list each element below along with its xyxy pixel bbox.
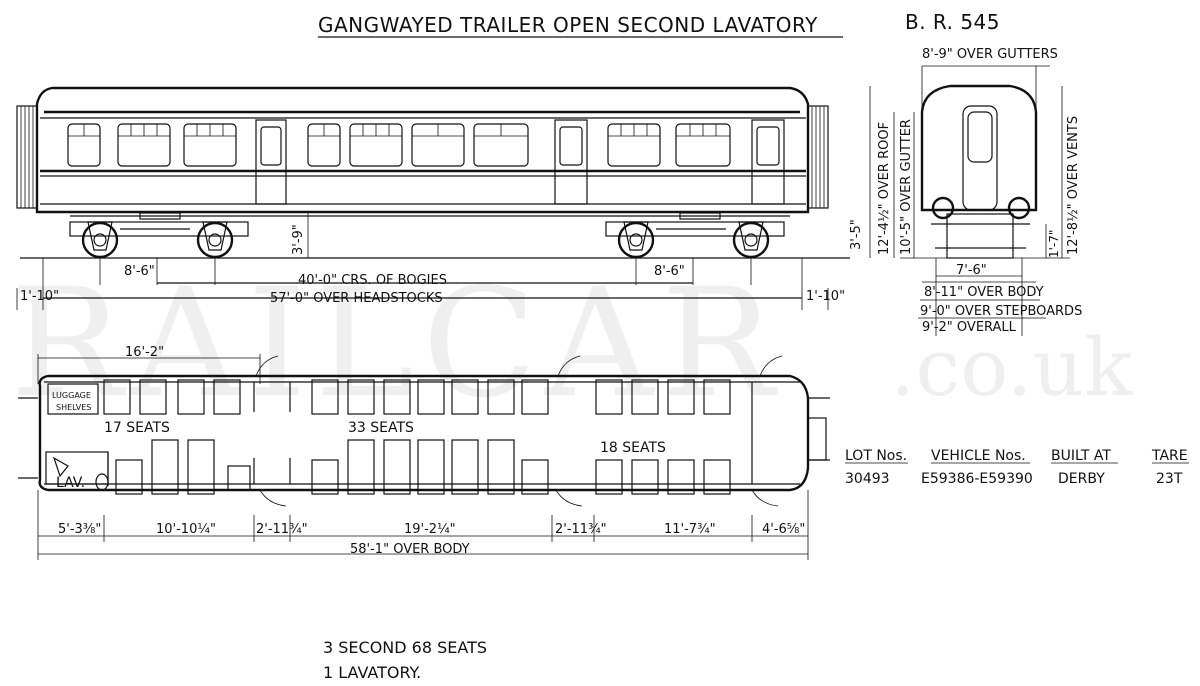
plan-top-dim: 16'-2" <box>125 345 164 360</box>
door-middle <box>554 119 588 205</box>
luggage-shelves <box>47 383 99 415</box>
bogie-wheelbase-right: 8'-6" <box>654 264 685 279</box>
plan-dim-5: 2'-11¾" <box>555 522 607 537</box>
step-height-label: 1'-7" <box>1047 230 1061 258</box>
seats-top <box>103 379 731 415</box>
side-elevation: 3'-9" 8'-6" 8'-6" 40'-0" CRS. OF BOGIES … <box>16 86 850 310</box>
info-table: LOT Nos. VEHICLE Nos. BUILT AT TARE 3049… <box>845 448 1189 487</box>
note-lavatory: 1 LAVATORY. <box>323 663 421 682</box>
gangway-right <box>807 105 829 209</box>
diagram-ref: B. R. 545 <box>905 10 1000 34</box>
plan-over-body-label: 58'-1" OVER BODY <box>350 542 470 557</box>
over-vents-label: 12'-8½" OVER VENTS <box>1066 116 1081 255</box>
bogie-wheelbase-left: 8'-6" <box>124 264 155 279</box>
plan-dim-3: 2'-11¾" <box>256 522 308 537</box>
floor-height-label: 3'-5" <box>849 219 864 250</box>
plan-dim-4: 19'-2¼" <box>404 522 456 537</box>
table-cell-lot: 30493 <box>845 471 890 487</box>
seats-middle-label: 33 SEATS <box>348 420 414 436</box>
end-elevation: 8'-9" OVER GUTTERS 12'-4½" OVER ROOF 10'… <box>849 47 1082 336</box>
headstocks-label: 57'-0" OVER HEADSTOCKS <box>270 291 443 306</box>
watermark-suffix: .co.uk <box>890 321 1134 414</box>
over-body-end-label: 8'-11" OVER BODY <box>924 285 1044 300</box>
rail-height-label: 3'-9" <box>291 224 306 255</box>
end-gangway-door <box>962 105 998 211</box>
table-cell-built: DERBY <box>1058 471 1105 487</box>
coach-body-outline <box>35 86 810 214</box>
table-header-tare: TARE <box>1151 448 1188 464</box>
table-header-vehicle: VEHICLE Nos. <box>931 448 1026 464</box>
table-header-lot: LOT Nos. <box>845 448 907 464</box>
door-left <box>255 119 287 205</box>
seats-bottom <box>115 439 731 495</box>
buffer-left-label: 1'-10" <box>20 289 59 304</box>
luggage-label-line1: LUGGAGE <box>52 391 91 400</box>
table-cell-vehicle: E59386-E59390 <box>921 471 1033 487</box>
bogie-centres-label: 40'-0" CRS. OF BOGIES <box>298 273 447 288</box>
door-right <box>751 119 785 205</box>
page-title: GANGWAYED TRAILER OPEN SECOND LAVATORY <box>318 13 818 37</box>
over-stepboards-label: 9'-0" OVER STEPBOARDS <box>920 304 1082 319</box>
watermark: RAILCAR <box>10 257 782 431</box>
gangway-left <box>16 105 38 209</box>
buffer-right-label: 1'-10" <box>806 289 845 304</box>
plan-body-outline <box>38 374 810 492</box>
table-header-built: BUILT AT <box>1051 448 1111 464</box>
over-gutters-label: 8'-9" OVER GUTTERS <box>922 47 1058 62</box>
plan-view: 16'-2" LUGGAGE SHELVES LAV. <box>18 345 830 560</box>
plan-dim-2: 10'-10¼" <box>156 522 216 537</box>
over-roof-label: 12'-4½" OVER ROOF <box>877 122 892 255</box>
bogie-left <box>69 221 249 259</box>
side-windows <box>67 123 731 167</box>
bogie-width-label: 7'-6" <box>956 263 987 278</box>
seats-right-label: 18 SEATS <box>600 440 666 456</box>
over-gutter-label: 10'-5" OVER GUTTER <box>899 119 914 255</box>
plan-dim-6: 11'-7¾" <box>664 522 716 537</box>
plan-dim-1: 5'-3⅜" <box>58 522 101 537</box>
luggage-label-line2: SHELVES <box>56 403 91 412</box>
end-body-outline <box>920 84 1038 212</box>
seats-left-label: 17 SEATS <box>104 420 170 436</box>
plan-dim-7: 4'-6⅝" <box>762 522 805 537</box>
bogie-right <box>605 221 785 259</box>
overall-label: 9'-2" OVERALL <box>922 320 1017 335</box>
note-seats: 3 SECOND 68 SEATS <box>323 638 487 657</box>
lav-label: LAV. <box>56 475 85 491</box>
table-cell-tare: 23T <box>1156 471 1183 487</box>
